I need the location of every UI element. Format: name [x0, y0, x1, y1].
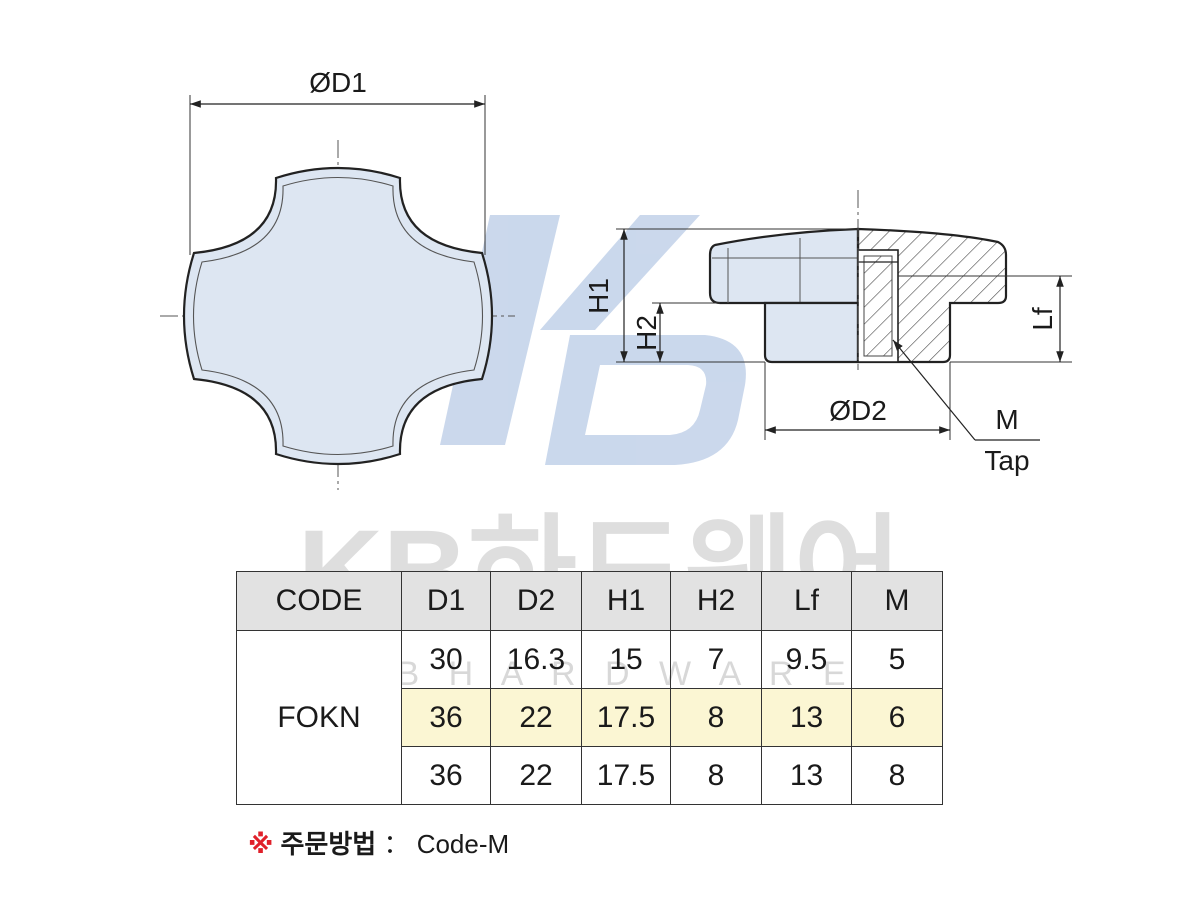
cell-d1: 36 — [401, 688, 491, 747]
cell-m: 5 — [851, 630, 943, 689]
col-header-m: M — [851, 571, 943, 631]
col-header-d1: D1 — [401, 571, 491, 631]
cell-lf: 9.5 — [761, 630, 852, 689]
cell-lf: 13 — [761, 688, 852, 747]
reference-mark-icon: ※ — [248, 829, 274, 859]
order-method-label: 주문방법 — [280, 829, 377, 859]
cell-d2: 16.3 — [490, 630, 582, 689]
cell-d1: 30 — [401, 630, 491, 689]
table-header-row: CODE D1 D2 H1 H2 Lf M — [236, 571, 943, 631]
dim-label-m: M — [995, 404, 1018, 435]
knob-side-view: H1 H2 Lf ØD2 M Tap — [583, 190, 1072, 476]
dim-label-d2: ØD2 — [829, 395, 887, 426]
cell-h1: 15 — [581, 630, 671, 689]
kb-logo-watermark — [440, 215, 746, 465]
cell-h2: 8 — [670, 746, 762, 805]
dim-label-d1: ØD1 — [309, 67, 367, 98]
col-header-d2: D2 — [490, 571, 582, 631]
col-header-lf: Lf — [761, 571, 852, 631]
col-header-code: CODE — [236, 571, 402, 631]
spec-table: CODE D1 D2 H1 H2 Lf M FOKN 30 16.3 15 7 … — [236, 571, 943, 805]
order-method-note: ※ 주문방법 ： Code-M — [248, 824, 509, 861]
cell-h1: 17.5 — [581, 746, 671, 805]
order-method-separator: ： — [383, 829, 410, 859]
table-row: FOKN 30 16.3 15 7 9.5 5 — [236, 630, 943, 805]
cell-lf: 13 — [761, 746, 852, 805]
dim-label-h2: H2 — [631, 315, 662, 351]
cell-h2: 7 — [670, 630, 762, 689]
col-header-h2: H2 — [670, 571, 762, 631]
cell-d2: 22 — [490, 688, 582, 747]
knob-top-view: ØD1 — [160, 67, 515, 490]
code-cell: FOKN — [236, 630, 402, 805]
table-row: 36 22 17.5 8 13 8 — [237, 746, 943, 805]
order-method-value: Code-M — [416, 829, 510, 859]
dim-label-tap: Tap — [984, 445, 1029, 476]
dim-label-h1: H1 — [583, 278, 614, 314]
cell-m: 6 — [851, 688, 943, 747]
cell-m: 8 — [851, 746, 943, 805]
col-header-h1: H1 — [581, 571, 671, 631]
cell-d2: 22 — [490, 746, 582, 805]
cell-h1: 17.5 — [581, 688, 671, 747]
cell-d1: 36 — [401, 746, 491, 805]
table-row: 36 22 17.5 8 13 6 — [237, 688, 943, 747]
dim-label-lf: Lf — [1027, 307, 1058, 331]
cell-h2: 8 — [670, 688, 762, 747]
